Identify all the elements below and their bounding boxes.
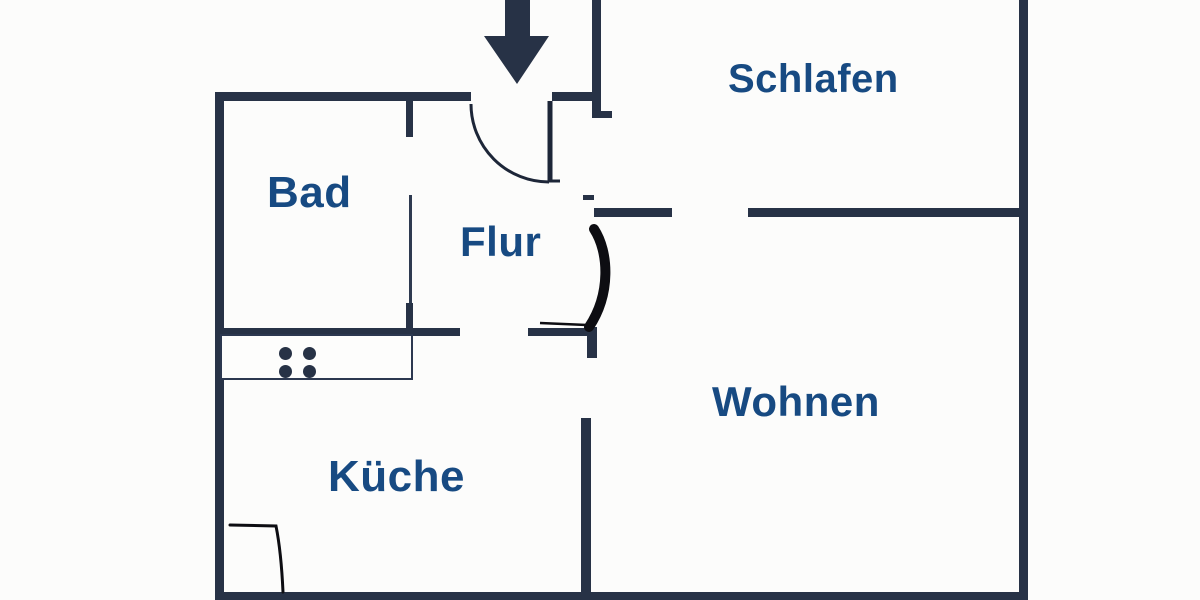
wall-flur-bottom [528,328,597,336]
wall-schlafen-bottom-left [594,208,672,217]
wall-bad-bottom [215,328,460,336]
room-label-kueche: Küche [328,452,465,501]
entrance-arrow-down-icon [484,0,549,84]
door-leaf-stroke-flur-wohnen [584,224,611,332]
wall-top-left [215,92,471,101]
room-label-wohnen: Wohnen [712,378,880,425]
wall-leaf-top-tick [583,195,594,200]
wall-right [1019,0,1028,600]
wall-bottom [215,592,1028,600]
corner-stroke-kueche [228,523,285,594]
wall-top-mid [552,92,597,101]
room-label-bad: Bad [267,168,352,217]
wall-entry-divider-tick [592,111,612,118]
room-label-schlafen: Schlafen [728,57,899,101]
kitchen-counter [220,334,413,380]
wall-schlafen-bottom-right [748,208,1023,217]
wall-wohnen-west-upper [587,327,597,358]
wall-bad-right-foot [406,303,413,331]
wall-bad-right-stub [406,96,413,137]
wall-entry-divider [592,0,601,118]
stove-burner-icon [303,347,316,360]
wall-wohnen-west-lower [581,418,591,595]
stove-burner-icon [303,365,316,378]
stove-burner-icon [279,365,292,378]
wall-left [215,92,224,600]
wall-bad-right-lower [409,195,412,330]
entrance-door-swing-arc [469,103,550,184]
stove-burner-icon [279,347,292,360]
ink-tick-flur [539,321,588,327]
room-label-flur: Flur [460,218,542,265]
